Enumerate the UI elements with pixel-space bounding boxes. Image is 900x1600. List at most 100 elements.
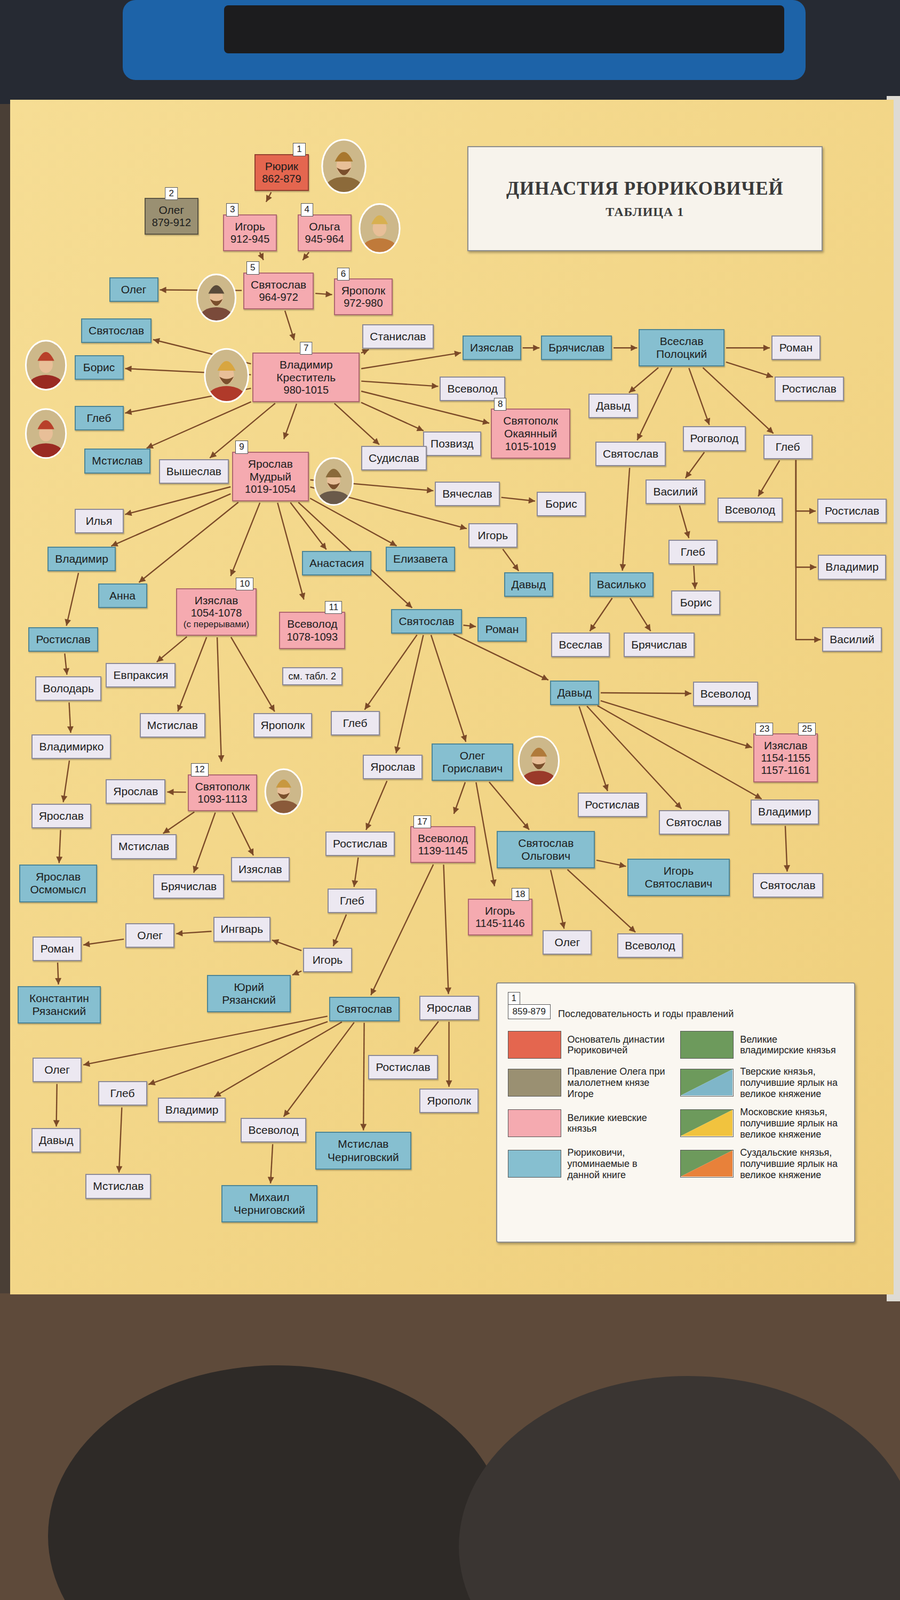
prince-name: Святослав xyxy=(602,447,659,461)
person-box: Святослав xyxy=(752,873,824,898)
prince-name: Олег xyxy=(550,936,585,950)
person-box: Всеволод xyxy=(717,497,783,523)
descent-arrow xyxy=(217,637,222,762)
person-box: Всеволод xyxy=(240,1118,306,1143)
prince-name: Давыд xyxy=(38,1134,74,1148)
portrait-frame xyxy=(196,274,236,322)
person-box: Анна xyxy=(98,583,148,609)
reign-years: 964-972 xyxy=(250,291,307,304)
descent-arrow xyxy=(277,503,304,600)
prince-name: Ярослав Осмомысл xyxy=(26,870,90,897)
person-box: Глеб xyxy=(763,434,813,460)
legend-text: Московские князья, получившие ярлык на в… xyxy=(739,1106,844,1141)
number-tabs: 2 xyxy=(165,187,178,201)
prince-name: Святослав xyxy=(336,1002,393,1016)
prince-name: Ярополк xyxy=(426,1094,472,1108)
descent-arrow xyxy=(110,494,231,547)
descent-arrow xyxy=(284,311,295,341)
portrait xyxy=(322,139,366,201)
descent-arrow xyxy=(230,503,260,577)
person-box: Ярослав xyxy=(31,803,92,829)
descent-arrow xyxy=(232,812,254,856)
prince-name: Игорь xyxy=(475,529,511,543)
portrait xyxy=(314,458,353,513)
reign-number: 23 xyxy=(755,722,774,736)
person-box: Владимир xyxy=(750,799,819,825)
descent-arrow xyxy=(613,347,637,349)
person-box: Олег xyxy=(32,1057,82,1083)
prince-name: Василий xyxy=(829,633,875,647)
reign-number: 9 xyxy=(235,440,248,454)
legend-swatch xyxy=(507,1031,562,1059)
beard xyxy=(219,376,234,385)
descent-arrow xyxy=(550,870,564,929)
portrait xyxy=(359,204,400,261)
descent-arrow xyxy=(365,781,387,831)
person-box: Василий xyxy=(645,479,706,505)
prince-name: Володарь xyxy=(42,682,94,696)
legend-text: Рюриковичи, упоминаемые в данной книге xyxy=(567,1147,672,1181)
swatch-part xyxy=(680,1150,733,1177)
person-box: Олег Гориславич xyxy=(431,743,514,782)
portrait xyxy=(25,409,66,466)
descent-arrow xyxy=(334,403,380,445)
descent-arrow xyxy=(567,869,636,933)
person-box: Ростислав xyxy=(577,792,648,818)
robe xyxy=(324,177,364,202)
prince-name: Святополк xyxy=(195,780,251,794)
descent-arrow xyxy=(69,702,71,734)
prince-name: Глеб xyxy=(105,1087,140,1101)
prince-name: Глеб xyxy=(335,894,370,908)
person-box: Константин Рязанский xyxy=(17,986,102,1024)
prince-name: Юрий Рязанский xyxy=(214,981,284,1007)
prince-name: Всеволод xyxy=(248,1124,299,1137)
swatch-part xyxy=(680,1150,733,1177)
legend-text: Суздальские князья, получившие ярлык на … xyxy=(739,1147,844,1181)
hat xyxy=(325,468,342,478)
person-box: Михаил Черниговский xyxy=(221,1185,318,1223)
person-box: Святослав xyxy=(391,609,462,634)
portrait-figure xyxy=(518,736,559,794)
person-box: Ингварь xyxy=(213,917,272,942)
ruler-box: 10Изяслав1054-1078(с перерывами) xyxy=(176,588,257,636)
descent-arrow xyxy=(56,1084,58,1127)
number-tabs: 10 xyxy=(235,577,254,591)
prince-name: Глеб xyxy=(675,545,711,559)
descent-arrow xyxy=(270,1144,273,1184)
person-box: Ростислав xyxy=(325,831,395,857)
reign-years: 912-945 xyxy=(230,233,270,246)
swatch-part xyxy=(680,1069,733,1096)
ruler-box: 9Ярослав Мудрый1019-1054 xyxy=(232,451,309,502)
prince-name: Владимирко xyxy=(38,740,104,754)
person-box: Олег xyxy=(125,923,175,949)
person-box: Ростислав xyxy=(817,498,887,524)
sample-number: 1 xyxy=(507,992,521,1005)
descent-arrow xyxy=(148,1022,328,1086)
ruler-box: 3Игорь912-945 xyxy=(222,214,277,252)
prince-name: Владимир xyxy=(825,560,879,574)
prince-name: Ярослав xyxy=(370,760,416,774)
prince-name: Брячислав xyxy=(548,341,605,355)
hat xyxy=(217,361,236,371)
hat xyxy=(37,420,54,430)
person-box: Ярослав xyxy=(105,779,166,804)
person-box: Ярополк xyxy=(253,713,313,738)
person-box: Ростислав xyxy=(774,376,844,402)
hat xyxy=(208,285,225,294)
portrait xyxy=(518,736,559,794)
descent-arrow xyxy=(726,362,774,378)
hat xyxy=(335,152,354,162)
prince-name: Глеб xyxy=(770,440,806,454)
person-box: Мстислав xyxy=(139,713,206,738)
person-box: Олег xyxy=(109,277,159,302)
prince-name: Михаил Черниговский xyxy=(228,1191,310,1217)
ruler-box: 2Олег879-912 xyxy=(144,197,199,235)
descent-arrow xyxy=(176,931,212,934)
person-box: Роман xyxy=(771,335,821,361)
portrait-frame xyxy=(25,409,66,459)
knee xyxy=(48,1365,507,1600)
descent-arrow xyxy=(272,940,302,952)
blue-bag xyxy=(122,0,806,81)
reign-years: 972-980 xyxy=(341,297,386,310)
person-box: Василько xyxy=(589,572,654,597)
